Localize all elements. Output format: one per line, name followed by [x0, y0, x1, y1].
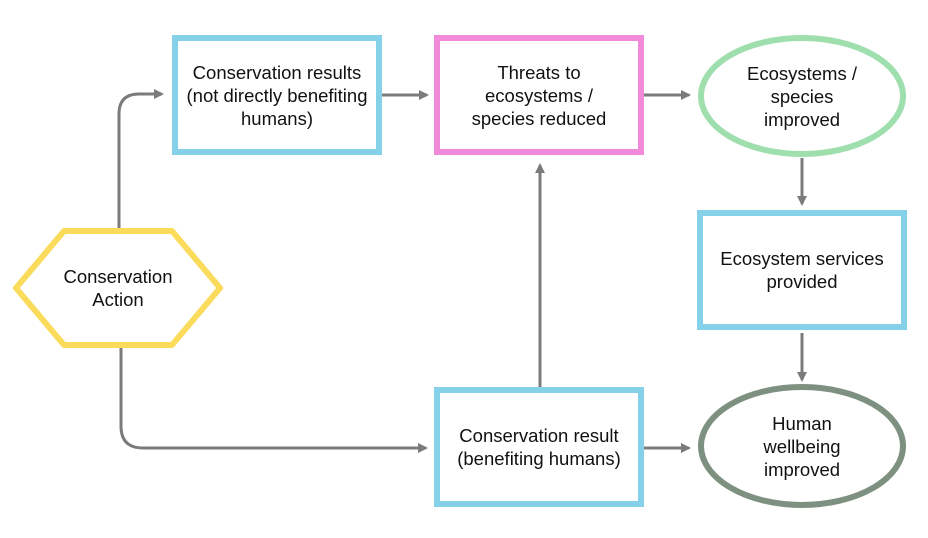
- wellbeing-improved-label: Human wellbeing improved: [763, 412, 841, 480]
- arrow-action-to-results-not-benefiting: [117, 89, 164, 228]
- threats-reduced-label: Threats to ecosystems / species reduced: [471, 61, 607, 129]
- conservation-action-hexagon: [13, 228, 223, 348]
- result-benefiting-label: Conservation result (benefiting humans): [457, 425, 621, 469]
- arrow-action-to-result-benefiting: [119, 348, 428, 453]
- threats-reduced-box: [434, 35, 644, 155]
- conservation-action-label: Conservation Action: [63, 266, 173, 310]
- services-provided-label: Ecosystem services provided: [720, 248, 884, 292]
- result-benefiting-box: [434, 387, 644, 507]
- wellbeing-improved-ellipse: [698, 384, 906, 508]
- services-provided-box: [697, 210, 907, 330]
- results-not-benefiting-label: Conservation results (not directly benef…: [186, 61, 368, 129]
- ecosystems-improved-ellipse: [698, 35, 906, 157]
- results-not-benefiting-box: [172, 35, 382, 155]
- connectors: [117, 89, 807, 453]
- ecosystems-improved-label: Ecosystems / species improved: [747, 62, 857, 130]
